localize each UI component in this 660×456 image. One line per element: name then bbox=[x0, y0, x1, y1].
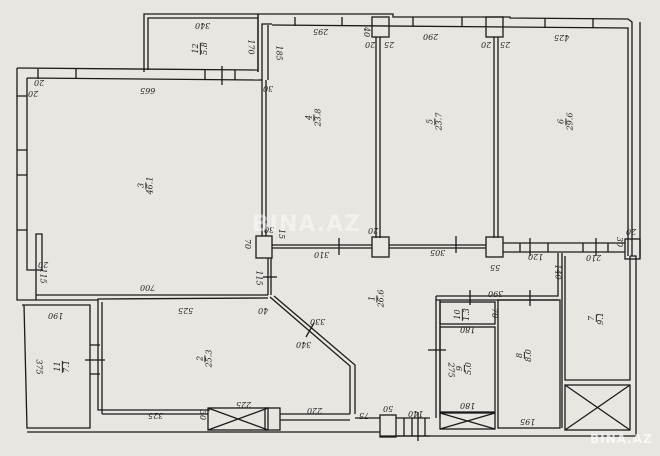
dim-label: 700 bbox=[140, 283, 156, 292]
dim-label: 195 bbox=[520, 417, 536, 426]
dim-label: 40 bbox=[258, 306, 269, 315]
dim-label: 185 bbox=[274, 45, 284, 61]
dim-label: 30 bbox=[615, 236, 625, 248]
dim-label: 425 bbox=[554, 33, 570, 42]
dim-label: 25 bbox=[384, 40, 395, 49]
room-8-area: 8.0 bbox=[523, 349, 533, 362]
dim-label: 340 bbox=[195, 21, 211, 30]
dim-label: 220 bbox=[307, 406, 323, 415]
dim-label: 115 bbox=[254, 270, 264, 286]
dim-label: 20 bbox=[626, 227, 637, 236]
room-11-area: 7.1 bbox=[61, 360, 71, 373]
dim-label: 305 bbox=[430, 248, 446, 257]
watermark: BINA.AZ bbox=[252, 212, 362, 237]
dim-label: 290 bbox=[423, 32, 439, 41]
dim-label: 375 bbox=[34, 359, 44, 375]
dim-label: 70 bbox=[243, 238, 253, 250]
room-9-area: 5.0 bbox=[463, 362, 473, 375]
dim-label: 20 bbox=[34, 78, 45, 87]
room-7-area: 9.1 bbox=[595, 312, 605, 325]
dim-label: 20 bbox=[368, 226, 379, 235]
dim-label: 120 bbox=[528, 252, 544, 261]
dim-label: 70 bbox=[490, 307, 500, 319]
room-12-area: 5.8 bbox=[199, 42, 209, 55]
dim-label: 275 bbox=[446, 362, 456, 378]
dim-label: 295 bbox=[313, 27, 329, 36]
dim-label: 170 bbox=[246, 39, 256, 55]
room-2-area: 25.3 bbox=[204, 349, 214, 368]
dim-label: 180 bbox=[460, 325, 476, 334]
room-5-area: 23.7 bbox=[434, 112, 444, 131]
room-10-area: 1.3 bbox=[461, 308, 471, 321]
dim-label: 20 bbox=[365, 40, 376, 49]
dim-label: 210 bbox=[586, 253, 602, 262]
dim-label: 20 bbox=[28, 89, 39, 98]
dim-label: 115 bbox=[38, 268, 48, 284]
dim-label: 330 bbox=[310, 317, 326, 326]
dim-label: 30 bbox=[198, 409, 208, 421]
dim-label: 40 bbox=[362, 26, 372, 38]
dim-label: 140 bbox=[408, 409, 424, 418]
room-3-area: 46.1 bbox=[145, 176, 155, 195]
room-1-area: 26.6 bbox=[376, 289, 386, 308]
dim-label: 55 bbox=[490, 263, 501, 272]
dim-label: 20 bbox=[38, 260, 49, 269]
dim-label: 140 bbox=[553, 264, 563, 280]
dim-label: 325 bbox=[148, 411, 164, 420]
dim-label: 50 bbox=[383, 404, 394, 413]
dim-label: 75 bbox=[359, 411, 370, 420]
dim-label: 30 bbox=[263, 84, 274, 93]
room-4-area: 23.8 bbox=[313, 108, 323, 127]
dim-label: 665 bbox=[140, 86, 156, 95]
watermark-corner: BINA.AZ bbox=[590, 432, 653, 446]
dim-label: 340 bbox=[296, 340, 312, 349]
dim-label: 190 bbox=[48, 311, 64, 320]
dim-label: 525 bbox=[178, 306, 194, 315]
dim-label: 390 bbox=[488, 289, 504, 298]
room-6-area: 29.6 bbox=[565, 112, 575, 131]
dim-label: 310 bbox=[314, 250, 330, 259]
dim-label: 225 bbox=[236, 400, 252, 409]
dim-label: 25 bbox=[500, 40, 511, 49]
dim-label: 180 bbox=[460, 401, 476, 410]
dim-label: 20 bbox=[481, 40, 492, 49]
